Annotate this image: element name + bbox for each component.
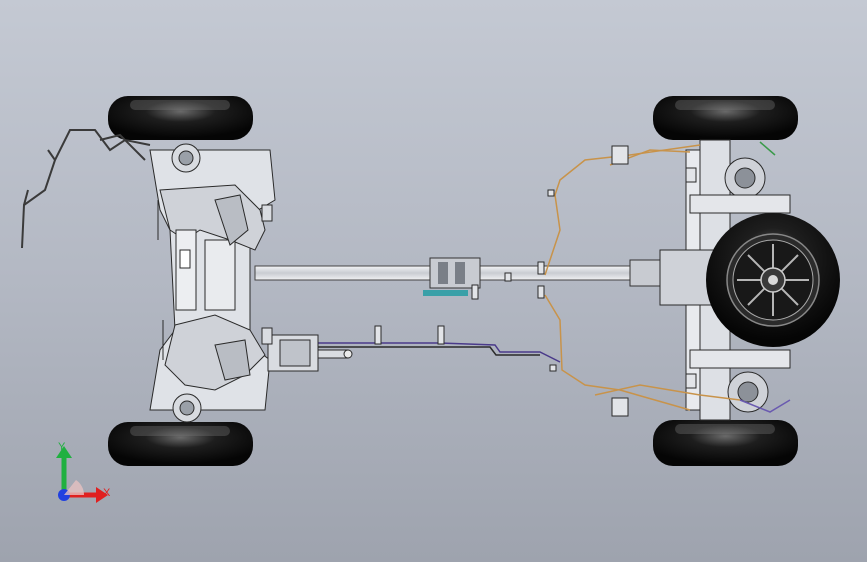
steering-assembly-icon: [261, 204, 353, 372]
front-right-wheel-icon[interactable]: [108, 422, 253, 466]
coordinate-triad: [56, 446, 108, 503]
y-axis-arrow-icon: [56, 446, 72, 458]
fuel-line-icon: [290, 141, 791, 413]
wire-harness-icon: [21, 129, 151, 249]
exhaust-hanger-icon: [374, 145, 697, 417]
brake-line-icon: [544, 144, 741, 411]
spare-tire-icon[interactable]: [706, 213, 840, 347]
front-subframe-icon[interactable]: [149, 143, 276, 423]
y-axis-label: Y: [58, 441, 66, 453]
drive-shaft-icon[interactable]: [254, 257, 661, 296]
rear-right-wheel-icon[interactable]: [653, 420, 798, 466]
rear-left-wheel-icon[interactable]: [653, 96, 798, 140]
x-axis-arrow-icon: [96, 487, 108, 503]
x-axis-label: X: [103, 487, 111, 499]
front-left-wheel-icon[interactable]: [108, 96, 253, 140]
